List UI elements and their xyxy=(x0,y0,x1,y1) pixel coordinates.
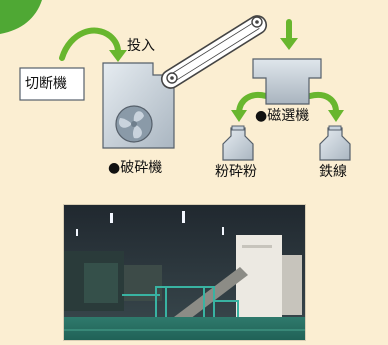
arrow-cutter-to-crusher xyxy=(59,27,127,62)
cutter-label: 切断機 xyxy=(25,76,67,92)
arrow-separator-to-powder xyxy=(231,92,269,122)
corner-decoration xyxy=(0,0,42,34)
arrow-to-separator xyxy=(280,19,298,50)
arrow-separator-to-wire xyxy=(307,92,344,122)
input-label: 投入 xyxy=(127,38,155,54)
wire-label: 鉄線 xyxy=(319,164,347,180)
separator-label: ●磁選機 xyxy=(255,108,310,124)
cutter-box xyxy=(19,67,85,101)
wire-container xyxy=(319,125,351,161)
crusher-label: ●破砕機 xyxy=(108,160,163,176)
powder-container xyxy=(222,125,254,161)
crusher-machine xyxy=(102,62,175,149)
conveyor-belt xyxy=(160,15,268,89)
fan-icon xyxy=(118,111,144,139)
factory-photo xyxy=(63,204,306,341)
powder-label: 粉砕粉 xyxy=(215,164,257,180)
magnetic-separator xyxy=(252,58,322,105)
